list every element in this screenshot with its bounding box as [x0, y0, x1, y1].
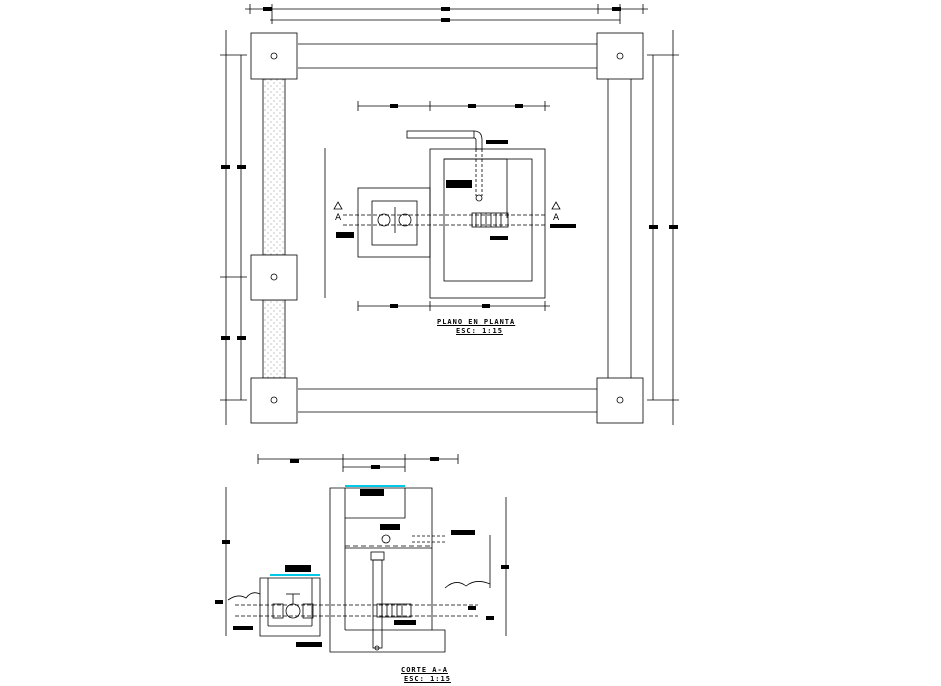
section-marker-left: A: [335, 213, 342, 223]
section-marker-left-symbol: [333, 201, 343, 210]
tank-section: [329, 487, 446, 653]
lid-accent: [270, 485, 405, 576]
ground-profile: [227, 581, 491, 601]
plan-view-title: PLANO EN PLANTA: [437, 318, 516, 326]
section-view-scale: ESC: 1:15: [404, 675, 451, 683]
footing-middle-left: [250, 254, 298, 301]
footing-bottom-left: [250, 377, 298, 424]
valve-box-plan: [343, 187, 545, 258]
plan-view-frame: [262, 43, 632, 413]
valve-box-section: [235, 577, 478, 637]
footing-top-left: [250, 32, 298, 80]
detail-dimensions: [324, 101, 550, 311]
plan-left-dimensions: [220, 30, 247, 425]
footing-top-right: [596, 32, 644, 80]
section-marker-right: A: [553, 213, 560, 223]
footing-bottom-right: [596, 377, 644, 424]
plan-view-scale: ESC: 1:15: [456, 327, 503, 335]
dimension-text-marks: [215, 7, 678, 647]
section-view-title: CORTE A-A: [401, 666, 448, 674]
section-marker-right-symbol: [551, 201, 561, 210]
